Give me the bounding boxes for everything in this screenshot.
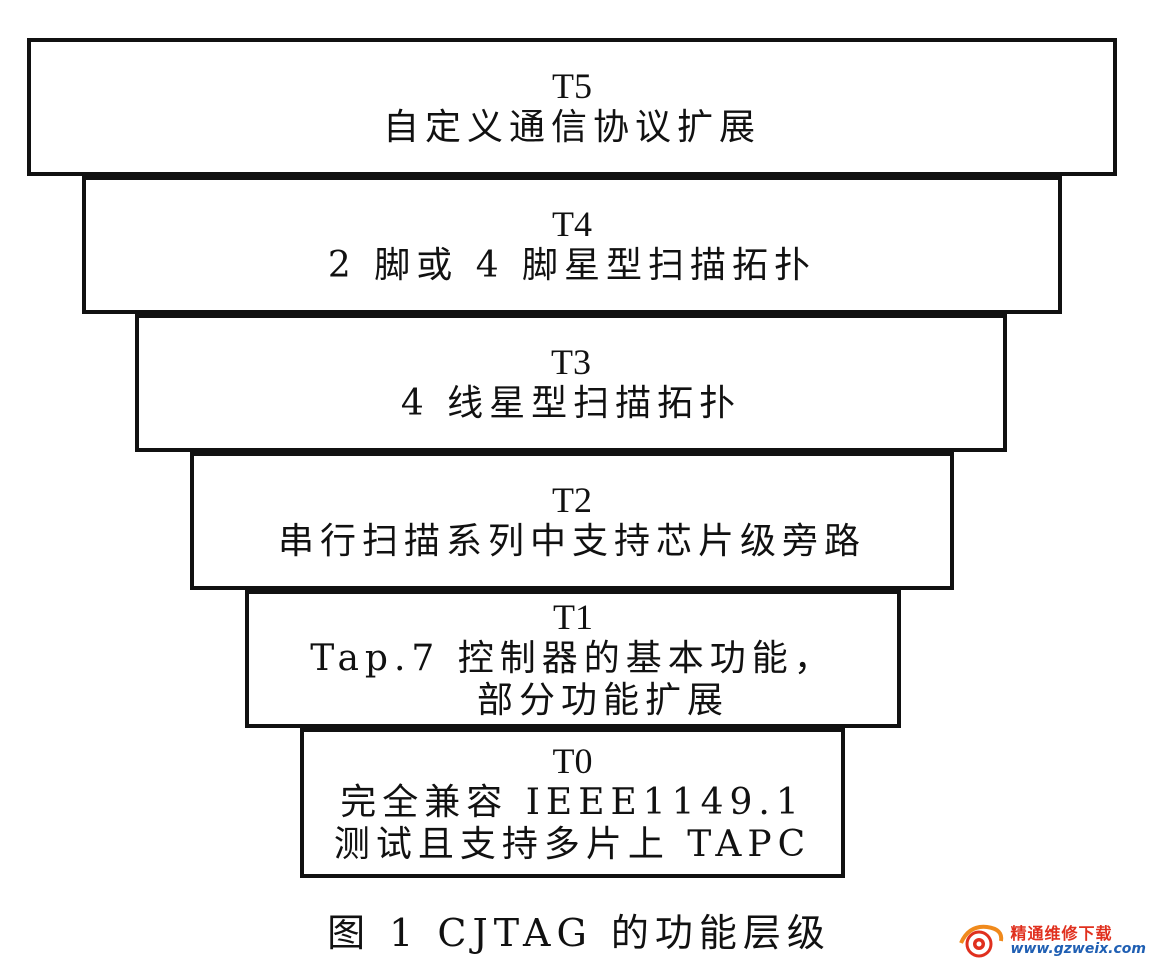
watermark-logo-icon xyxy=(957,921,1005,961)
layer-t0-description-line2: 测试且支持多片上 TAPC xyxy=(333,823,812,865)
layer-t1-tag: T1 xyxy=(553,596,593,637)
layer-t1-description-line2: 部分功能扩展 xyxy=(476,679,729,721)
layer-t2-description: 串行扫描系列中支持芯片级旁路 xyxy=(277,521,866,562)
layer-t0-box: T0 完全兼容 IEEE1149.1 测试且支持多片上 TAPC xyxy=(300,728,845,878)
layer-t5-description: 自定义通信协议扩展 xyxy=(382,107,761,148)
layer-t3-box: T3 4 线星型扫描拓扑 xyxy=(135,314,1007,452)
layer-t1-description-line1: Tap.7 控制器的基本功能， xyxy=(310,638,836,680)
layer-t2-tag: T2 xyxy=(552,479,592,520)
layer-t4-description: 2 脚或 4 脚星型扫描拓扑 xyxy=(327,245,817,286)
layer-t5-tag: T5 xyxy=(552,65,592,106)
layer-t1-box: T1 Tap.7 控制器的基本功能， 部分功能扩展 xyxy=(245,590,901,728)
layer-t0-tag: T0 xyxy=(552,740,593,781)
layer-t5-box: T5 自定义通信协议扩展 xyxy=(27,38,1117,176)
figure-caption: 图 1 CJTAG 的功能层级 xyxy=(327,911,831,955)
watermark: 精通维修下载 www.gzweix.com xyxy=(957,921,1146,961)
layer-t2-box: T2 串行扫描系列中支持芯片级旁路 xyxy=(190,452,954,590)
layer-t3-description: 4 线星型扫描拓扑 xyxy=(400,383,742,424)
layer-t4-box: T4 2 脚或 4 脚星型扫描拓扑 xyxy=(82,176,1062,314)
layer-t0-description-line1: 完全兼容 IEEE1149.1 xyxy=(340,782,805,824)
watermark-name: 精通维修下载 xyxy=(1010,923,1113,943)
layer-t4-tag: T4 xyxy=(552,203,592,244)
layer-t3-tag: T3 xyxy=(551,341,591,382)
watermark-url: www.gzweix.com xyxy=(1010,941,1146,958)
